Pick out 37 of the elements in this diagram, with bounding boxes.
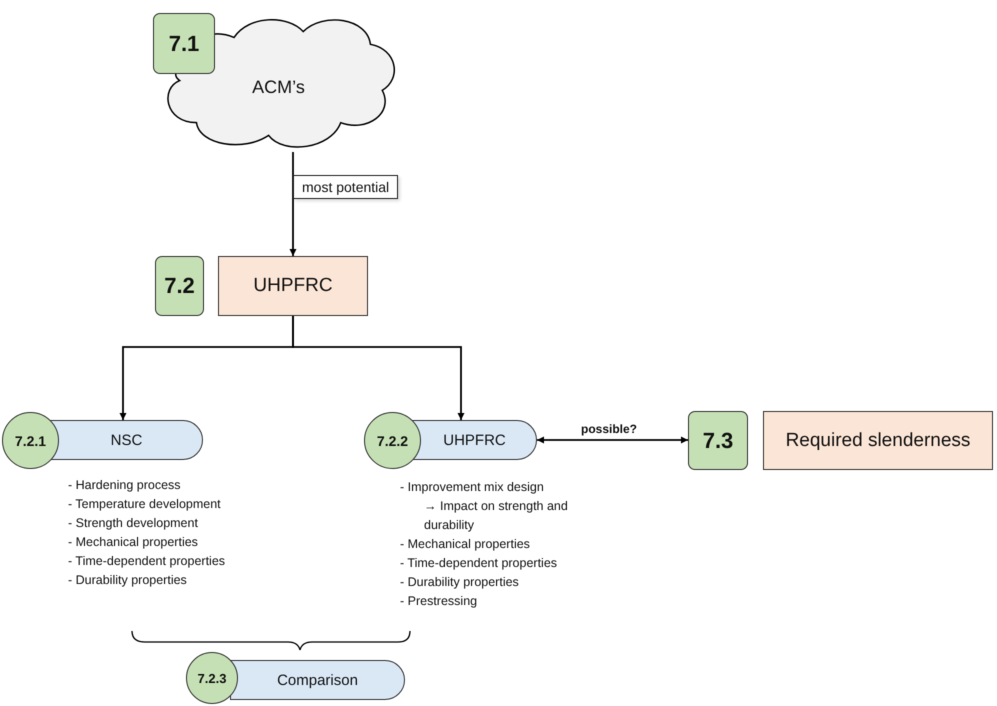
node-label: 7.2.1 (14, 432, 46, 448)
list-item: - Temperature development (68, 496, 222, 513)
list-item: - Durability properties (400, 574, 520, 591)
number-badge (688, 411, 748, 470)
number-badge (155, 256, 204, 316)
list-item: - Strength development (68, 515, 199, 532)
list-item: - Prestressing (400, 593, 478, 610)
list-item: - Mechanical properties (68, 534, 199, 551)
node-label: 7.2.3 (198, 670, 226, 686)
list-item: - Durability properties (68, 572, 188, 589)
number-circle (186, 652, 238, 704)
list-item: - Mechanical properties (400, 536, 531, 553)
rounded-box (230, 660, 405, 700)
list-item: - Improvement mix design (400, 479, 545, 496)
node-label: 7.1 (168, 30, 200, 56)
process-box (763, 411, 993, 470)
list-item: - Time-dependent properties (400, 555, 558, 572)
node-label: Comparison (277, 672, 358, 688)
process-box (218, 256, 368, 316)
node-label: UHPFRC (443, 432, 506, 448)
list-item: - Hardening process (68, 477, 182, 494)
rounded-box (412, 420, 537, 460)
edge-label: most potential (293, 175, 398, 199)
list-item: → Impact on strength and durability (423, 498, 569, 534)
arrow (292, 316, 464, 420)
arrow (537, 436, 688, 444)
rounded-box (50, 420, 203, 460)
node-label: 7.2 (164, 273, 195, 299)
node-label: ACM’s (252, 77, 305, 98)
arrow (290, 152, 296, 256)
node-label: NSC (110, 432, 142, 448)
node-label: 7.3 (702, 428, 734, 454)
node-label: Required slenderness (786, 430, 970, 452)
list-item: - Time-dependent properties (68, 553, 226, 570)
number-badge (153, 13, 215, 74)
node-label: UHPFRC (253, 275, 333, 297)
node-label: 7.2.2 (376, 432, 408, 448)
